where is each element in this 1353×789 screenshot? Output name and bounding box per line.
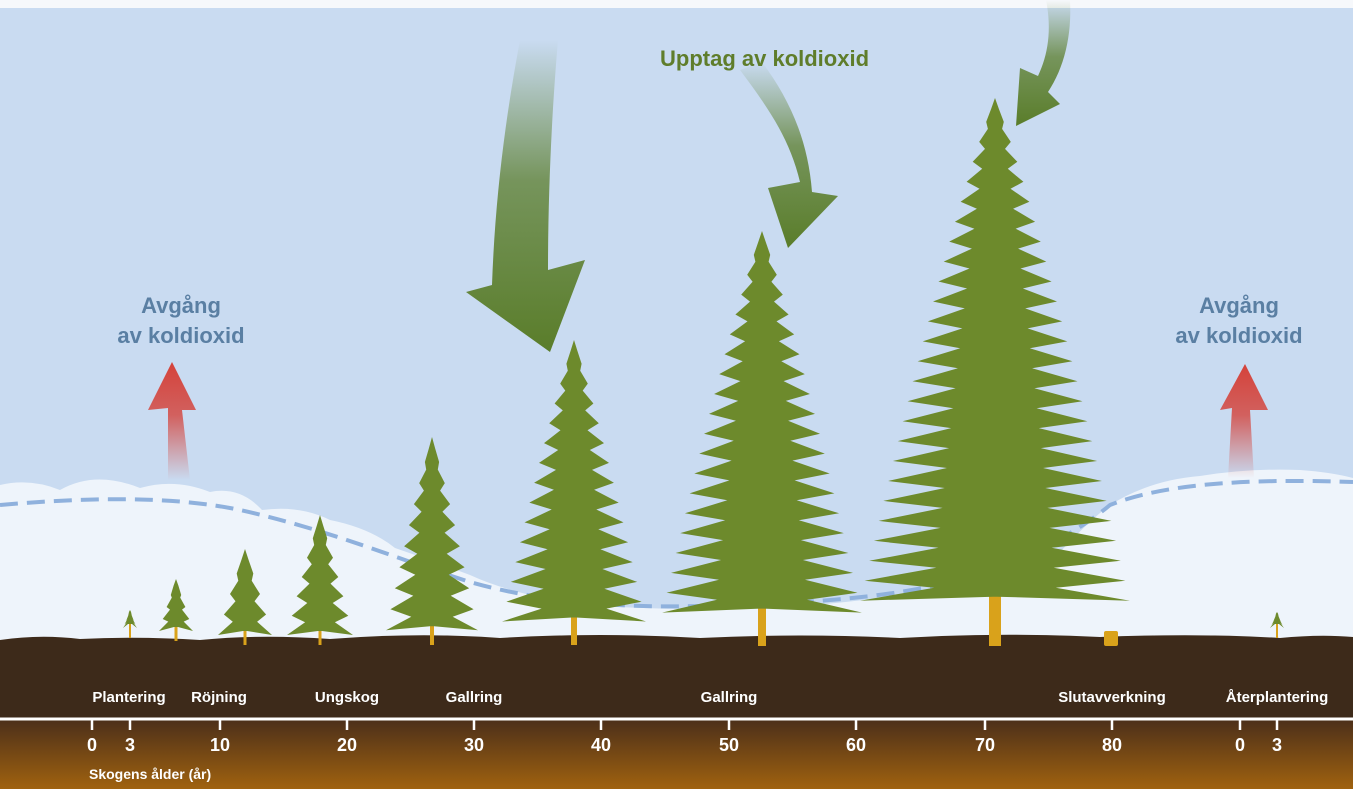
spruce-tree [662, 231, 862, 613]
stage-label-gallring-2: Gallring [700, 689, 758, 706]
cloud-bank [0, 469, 1353, 640]
tick-label: 60 [845, 735, 867, 755]
soil [0, 634, 1353, 718]
tick-label: 70 [974, 735, 996, 755]
stage-label-aterplantering: Återplantering [1225, 689, 1329, 706]
spruce-tree [159, 579, 193, 631]
tick-label: 0 [86, 735, 98, 755]
tree-trunk [174, 623, 178, 641]
stage-label-slutavverkning: Slutavverkning [1058, 689, 1166, 706]
stage-label-plantering: Plantering [92, 689, 166, 706]
stage-label-gallring-1: Gallring [445, 689, 503, 706]
tick-label: 0 [1234, 735, 1246, 755]
spruce-tree [1270, 612, 1284, 628]
tick-label: 80 [1101, 735, 1123, 755]
tick-label: 3 [124, 735, 136, 755]
stage-label-rojning: Röjning [191, 689, 247, 706]
stage-label-ungskog: Ungskog [314, 689, 380, 706]
tree-trunk [1276, 620, 1278, 638]
tree-trunk [758, 596, 766, 646]
tick-label: 20 [336, 735, 358, 755]
uptake-arrow-right [1016, 0, 1071, 126]
release-label-left: Avgång av koldioxid [81, 291, 281, 351]
tree-trunk [430, 620, 434, 645]
tick-label: 30 [463, 735, 485, 755]
axis-ticks [90, 719, 1279, 730]
axis-title: Skogens ålder (år) [89, 766, 212, 782]
release-label-right-line1: Avgång [1199, 293, 1279, 318]
tick-label: 10 [209, 735, 231, 755]
tick-label: 3 [1271, 735, 1283, 755]
spruce-tree [218, 549, 272, 635]
spruce-tree [123, 610, 137, 628]
spruce-tree [502, 340, 646, 622]
tree-trunk [129, 620, 131, 638]
release-label-right: Avgång av koldioxid [1139, 291, 1339, 351]
axis-band [0, 718, 1353, 789]
tick-label: 50 [718, 735, 740, 755]
tree-trunk [318, 627, 322, 645]
release-label-left-line2: av koldioxid [117, 323, 245, 348]
tree-trunk [243, 627, 247, 645]
release-label-right-line2: av koldioxid [1175, 323, 1303, 348]
tree-group [123, 98, 1284, 646]
release-arrow-right [1220, 364, 1268, 478]
tree-trunk [571, 608, 577, 645]
top-strip [0, 0, 1353, 8]
tick-label: 40 [590, 735, 612, 755]
uptake-label: Upptag av koldioxid [660, 46, 870, 71]
spruce-tree [287, 515, 353, 635]
uptake-arrow-middle [740, 62, 838, 248]
spruce-tree [386, 437, 478, 631]
release-arrow-left [148, 362, 196, 480]
uptake-arrow-left [466, 40, 585, 352]
spruce-tree [860, 98, 1130, 601]
tree-stump [1104, 631, 1118, 646]
release-label-left-line1: Avgång [141, 293, 221, 318]
